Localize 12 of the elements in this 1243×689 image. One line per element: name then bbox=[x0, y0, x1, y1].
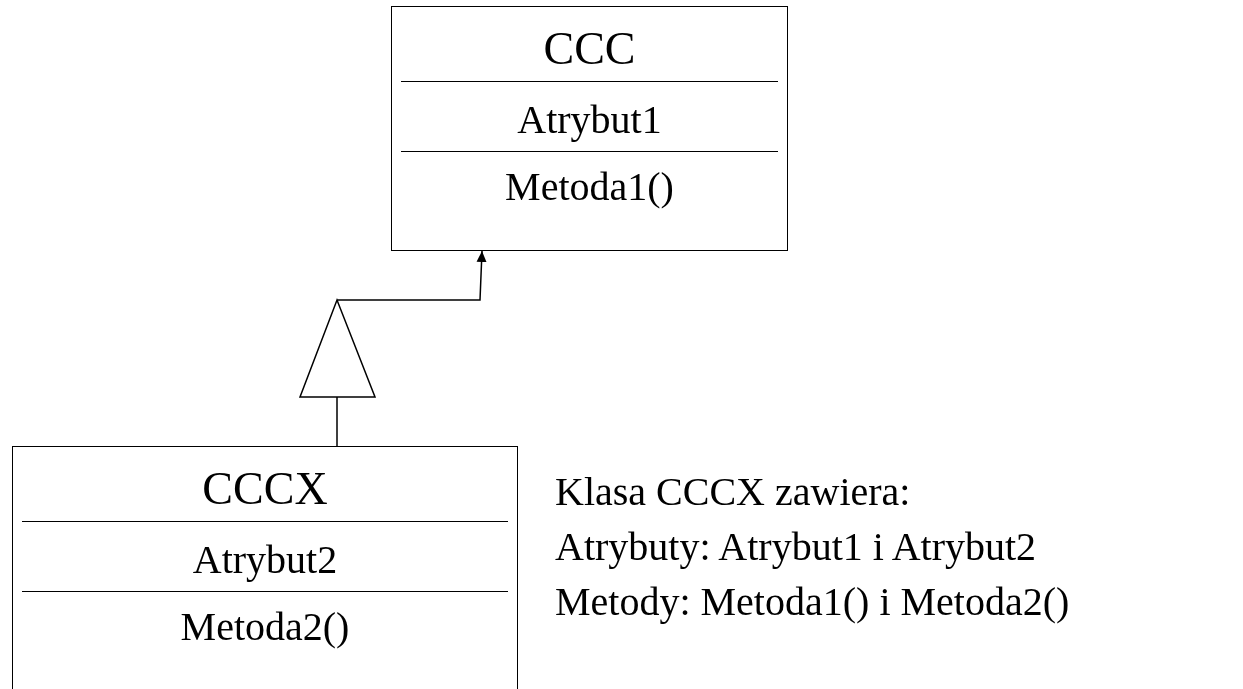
attribute-text: Atrybut1 bbox=[516, 100, 663, 140]
note-text: Metody: Metoda1() i Metoda2() bbox=[555, 582, 1070, 622]
inheritance-arrow bbox=[298, 250, 487, 447]
attribute-text: Atrybut2 bbox=[191, 540, 339, 580]
class-box bbox=[12, 446, 518, 689]
class-box bbox=[391, 6, 788, 251]
method-text: Metoda2() bbox=[179, 607, 351, 647]
class-name: CCCX bbox=[201, 466, 329, 512]
class-name: CCC bbox=[542, 26, 637, 72]
note-text: Atrybuty: Atrybut1 i Atrybut2 bbox=[555, 527, 1037, 567]
note-text: Klasa CCCX zawiera: bbox=[555, 472, 911, 512]
method-text: Metoda1() bbox=[504, 167, 675, 207]
